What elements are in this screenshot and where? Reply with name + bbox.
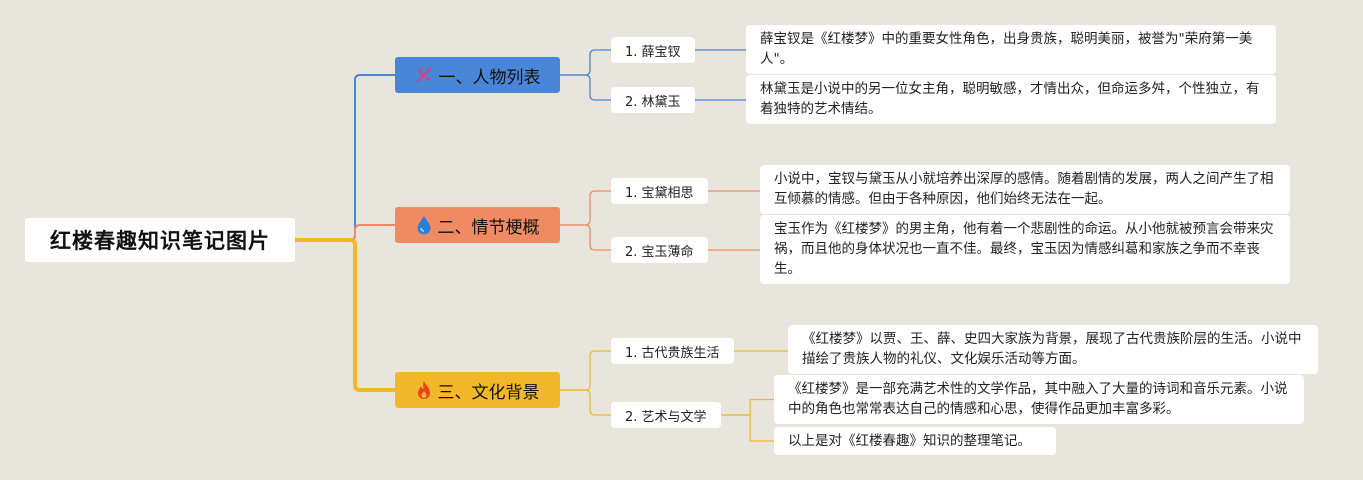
note-connector <box>721 414 774 442</box>
branch-connector <box>295 74 395 241</box>
branch-culture[interactable]: 三、文化背景 <box>395 372 560 408</box>
branch-label: 一、人物列表 <box>438 67 541 88</box>
water-drop-icon <box>416 215 432 235</box>
note-xue-baochai: 薛宝钗是《红楼梦》中的重要女性角色，出身贵族，聪明美丽，被誉为"荣府第一美人"。 <box>746 25 1276 74</box>
sub-connector <box>560 224 611 251</box>
branch-plot[interactable]: 二、情节梗概 <box>395 207 560 243</box>
sub-connector <box>560 350 611 391</box>
sparkle-icon <box>415 66 433 84</box>
note-summary: 以上是对《红楼春趣》知识的整理笔记。 <box>774 427 1056 455</box>
note-connector <box>721 398 774 416</box>
note-lin-daiyu: 林黛玉是小说中的另一位女主角，聪明敏感，才情出众，但命运多舛，个性独立，有着独特… <box>746 75 1276 124</box>
sub-connector <box>560 389 611 416</box>
branch-connector <box>295 238 395 392</box>
branch-label: 二、情节梗概 <box>437 217 540 238</box>
sub-connector <box>560 74 611 101</box>
fire-icon <box>416 380 432 400</box>
root-node[interactable]: 红楼春趣知识笔记图片 <box>25 218 295 262</box>
sub-node-art-literature[interactable]: 2. 艺术与文学 <box>611 402 721 428</box>
branch-label: 三、文化背景 <box>437 382 540 403</box>
note-art-literature: 《红楼梦》是一部充满艺术性的文学作品，其中融入了大量的诗词和音乐元素。小说中的角… <box>774 375 1304 424</box>
branch-connector <box>295 224 395 241</box>
sub-connector <box>560 49 611 76</box>
note-noble-life: 《红楼梦》以贾、王、薛、史四大家族为背景，展现了古代贵族阶层的生活。小说中描绘了… <box>788 325 1318 374</box>
branch-characters[interactable]: 一、人物列表 <box>395 57 560 93</box>
note-baodai-longing: 小说中，宝钗与黛玉从小就培养出深厚的感情。随着剧情的发展，两人之间产生了相互倾慕… <box>760 165 1290 214</box>
sub-node-lin-daiyu[interactable]: 2. 林黛玉 <box>611 87 695 113</box>
sub-node-baoyu-fate[interactable]: 2. 宝玉薄命 <box>611 237 708 263</box>
sub-node-noble-life[interactable]: 1. 古代贵族生活 <box>611 338 734 364</box>
note-baoyu-fate: 宝玉作为《红楼梦》的男主角，他有着一个悲剧性的命运。从小他就被预言会带来灾祸，而… <box>760 215 1290 284</box>
sub-connector <box>560 190 611 226</box>
sub-node-baodai-longing[interactable]: 1. 宝黛相思 <box>611 178 708 204</box>
sub-node-xue-baochai[interactable]: 1. 薛宝钗 <box>611 37 695 63</box>
